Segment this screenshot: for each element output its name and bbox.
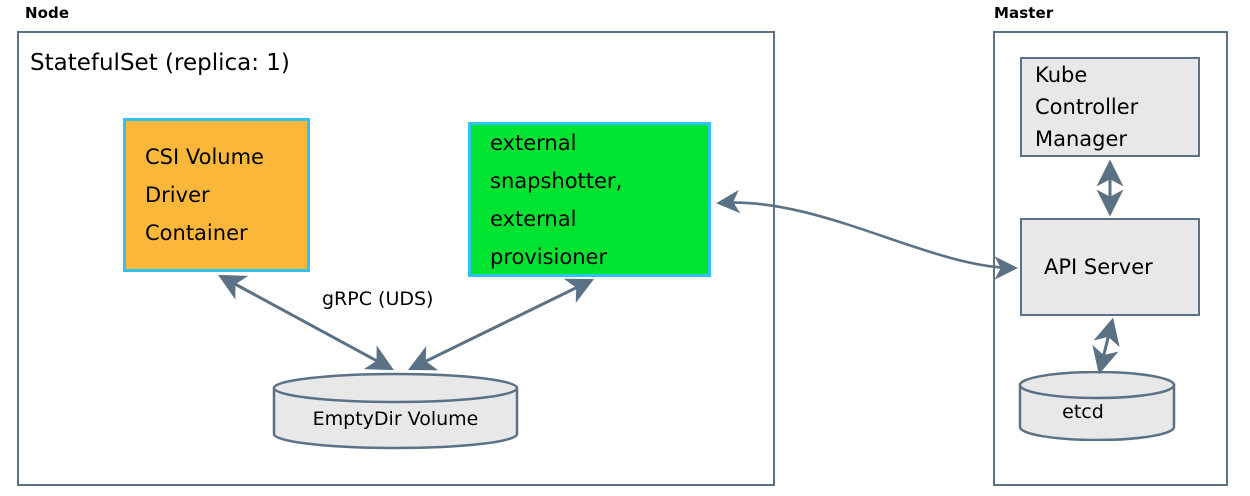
kube-controller-manager-label: Kube Controller Manager <box>1035 63 1139 151</box>
etcd-shape <box>1018 370 1176 442</box>
grpc-uds-edge-label: gRPC (UDS) <box>322 288 434 310</box>
master-group-label: Master <box>994 4 1054 22</box>
api-server-label: API Server <box>1044 255 1153 279</box>
etcd-cylinder[interactable]: etcd <box>1018 370 1176 442</box>
node-group-label: Node <box>25 4 70 22</box>
csi-volume-driver-container-label: CSI Volume Driver Container <box>145 145 264 245</box>
external-sidecars-box[interactable]: external snapshotter, external provision… <box>468 122 711 277</box>
external-sidecars-label: external snapshotter, external provision… <box>490 130 623 269</box>
etcd-label: etcd <box>1062 401 1104 423</box>
statefulset-title: StatefulSet (replica: 1) <box>30 50 290 76</box>
emptydir-volume-label: EmptyDir Volume <box>312 408 479 430</box>
api-server-box[interactable]: API Server <box>1020 218 1200 316</box>
emptydir-volume-shape <box>272 372 519 450</box>
emptydir-volume-cylinder[interactable]: EmptyDir Volume <box>272 372 519 450</box>
csi-volume-driver-container-box[interactable]: CSI Volume Driver Container <box>123 118 310 272</box>
kube-controller-manager-box[interactable]: Kube Controller Manager <box>1020 57 1200 157</box>
